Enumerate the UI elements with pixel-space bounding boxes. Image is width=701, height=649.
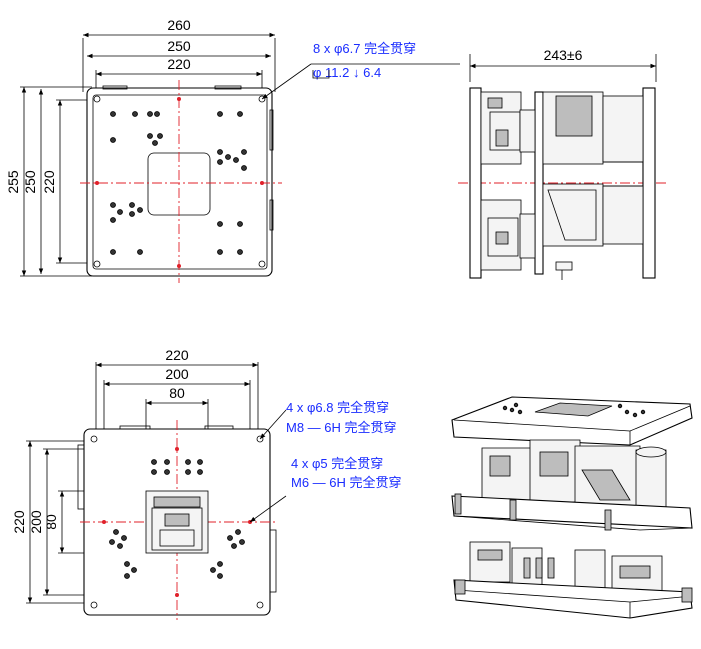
dim-side-width: 243±6 bbox=[544, 47, 583, 63]
bottom-note-a-line2: M8 — 6H 完全贯穿 bbox=[286, 420, 397, 435]
dim-top-height-220: 220 bbox=[41, 170, 57, 194]
dim-top-width-220: 220 bbox=[167, 56, 191, 72]
dim-bottom-width-200: 200 bbox=[165, 366, 189, 382]
side-right-plate bbox=[642, 87, 656, 279]
top-hole-note-line1: 8 x φ6.7 完全贯穿 bbox=[313, 41, 416, 56]
counterbore-symbol bbox=[312, 70, 330, 79]
top-plate-holes bbox=[93, 95, 266, 268]
isometric-assembly-view bbox=[451, 396, 693, 619]
side-left-plate bbox=[469, 87, 482, 279]
dim-top-height-255: 255 bbox=[5, 170, 21, 194]
bottom-note-b-line2: M6 — 6H 完全贯穿 bbox=[291, 475, 402, 490]
dim-top-height-250: 250 bbox=[22, 170, 38, 194]
top-view-horizontal-dimensions: 260 250 220 bbox=[82, 17, 276, 92]
isometric-top-plate-holes bbox=[502, 402, 646, 418]
top-view: 260 250 220 255 250 220 bbox=[5, 17, 460, 283]
top-plate-outline bbox=[86, 87, 273, 277]
side-middle-plate bbox=[534, 91, 544, 275]
dim-bottom-height-200: 200 bbox=[28, 510, 44, 534]
dim-bottom-height-220: 220 bbox=[11, 510, 27, 534]
dim-bottom-height-80: 80 bbox=[43, 514, 59, 530]
top-hole-note-line2: φ 11.2 ↓ 6.4 bbox=[313, 65, 381, 80]
dim-top-width-250: 250 bbox=[167, 38, 191, 54]
bottom-note-a-line1: 4 x φ6.8 完全贯穿 bbox=[286, 400, 389, 415]
bottom-note-b-line1: 4 x φ5 完全贯穿 bbox=[291, 456, 383, 471]
bottom-view: 220 200 80 220 200 80 bbox=[11, 347, 402, 620]
bottom-view-vertical-dimensions: 220 200 80 bbox=[11, 440, 100, 604]
side-view: 243±6 bbox=[458, 47, 668, 280]
dim-bottom-width-220: 220 bbox=[165, 347, 189, 363]
bottom-view-horizontal-dimensions: 220 200 80 bbox=[95, 347, 259, 430]
dim-bottom-width-80: 80 bbox=[169, 385, 185, 401]
dim-top-width-260: 260 bbox=[167, 17, 191, 33]
top-view-vertical-dimensions: 255 250 220 bbox=[5, 86, 92, 277]
